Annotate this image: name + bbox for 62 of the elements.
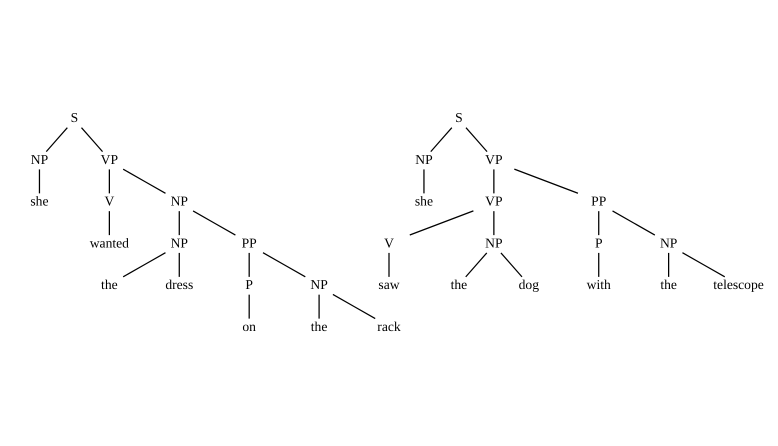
node-text: NP bbox=[485, 235, 503, 250]
connector bbox=[466, 127, 488, 152]
node-text: V bbox=[104, 194, 114, 209]
node-text: the bbox=[310, 318, 328, 334]
node-text: NP bbox=[415, 152, 433, 167]
node-text: on bbox=[242, 318, 256, 334]
connector bbox=[38, 169, 40, 194]
connector bbox=[248, 294, 250, 319]
node-text: S bbox=[455, 110, 463, 126]
node-text: VP bbox=[100, 152, 118, 167]
connector bbox=[122, 252, 166, 278]
connector bbox=[612, 210, 656, 236]
connector bbox=[332, 294, 376, 320]
node-text: NP bbox=[170, 194, 188, 209]
connector bbox=[423, 169, 425, 194]
node-text: dress bbox=[165, 277, 194, 292]
node-text: telescope bbox=[713, 277, 764, 292]
node-text: wanted bbox=[90, 235, 129, 250]
connector bbox=[410, 210, 474, 236]
connector bbox=[248, 252, 250, 277]
connector bbox=[81, 127, 104, 152]
node-text: the bbox=[660, 277, 677, 292]
node-text: NP bbox=[170, 235, 188, 250]
node-text: S bbox=[70, 110, 78, 126]
node-text: V bbox=[384, 235, 394, 250]
node-text: PP bbox=[591, 194, 606, 209]
connector bbox=[192, 210, 236, 236]
connector bbox=[493, 169, 494, 194]
connector bbox=[465, 252, 488, 278]
node-text: P bbox=[594, 235, 603, 250]
node-text: VP bbox=[485, 152, 503, 167]
node-text: dog bbox=[518, 277, 540, 292]
connector bbox=[493, 211, 494, 236]
node-text: P bbox=[245, 277, 253, 292]
connector bbox=[178, 252, 180, 277]
node-text: NP bbox=[660, 235, 678, 250]
node-text: NP bbox=[310, 277, 328, 292]
connector bbox=[598, 252, 600, 277]
connector bbox=[668, 252, 670, 277]
connector bbox=[388, 252, 390, 277]
node-text: saw bbox=[378, 277, 400, 292]
connector bbox=[262, 252, 306, 278]
connector bbox=[430, 127, 452, 152]
node-text: she bbox=[30, 194, 49, 209]
node-text: VP bbox=[485, 194, 503, 209]
connector bbox=[514, 168, 578, 194]
node-text: rack bbox=[377, 318, 401, 334]
connector bbox=[500, 252, 522, 278]
connector bbox=[682, 252, 726, 278]
node-text: she bbox=[414, 194, 434, 209]
connector bbox=[46, 127, 68, 152]
connector bbox=[178, 211, 180, 236]
connector bbox=[108, 169, 110, 194]
node-text: the bbox=[101, 277, 118, 292]
connector bbox=[598, 211, 600, 236]
connector bbox=[318, 294, 320, 319]
node-text: PP bbox=[242, 235, 257, 250]
connector bbox=[108, 211, 110, 236]
connector bbox=[122, 168, 166, 194]
node-text: the bbox=[450, 277, 468, 292]
node-text: with bbox=[586, 277, 611, 292]
node-text: NP bbox=[30, 152, 48, 167]
